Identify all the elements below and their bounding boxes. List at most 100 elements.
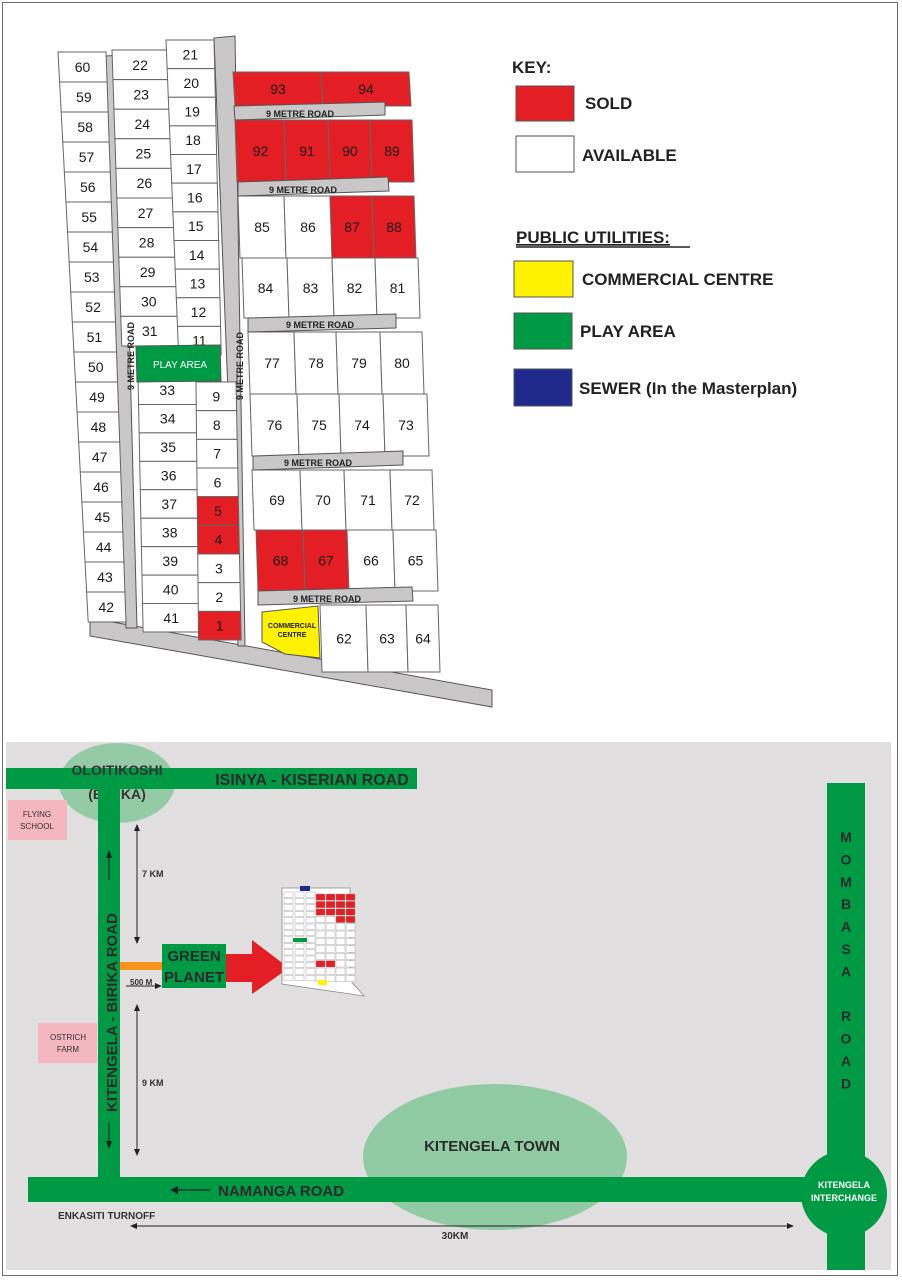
plot-57[interactable]: 57 [62,141,111,173]
plot-29[interactable]: 29 [118,256,177,288]
plot-8[interactable]: 8 [195,410,238,440]
plot-7-label: 7 [213,446,221,462]
plot-13[interactable]: 13 [174,268,221,299]
thumbnail-plot [315,908,326,916]
plot-15[interactable]: 15 [172,211,220,241]
plot-16[interactable]: 16 [171,182,219,213]
plot-66[interactable]: 66 [346,529,396,592]
plot-88[interactable]: 88 [371,195,417,259]
plot-65[interactable]: 65 [392,529,439,592]
plot-37[interactable]: 37 [139,489,199,519]
plot-74[interactable]: 74 [338,393,386,457]
thumbnail-plot [335,975,346,983]
plot-62[interactable]: 62 [319,604,369,673]
plot-72[interactable]: 72 [389,469,435,531]
plot-79[interactable]: 79 [335,331,383,395]
plot-4[interactable]: 4 [196,524,240,555]
plot-44[interactable]: 44 [82,531,125,563]
plot-30[interactable]: 30 [119,286,179,317]
plot-25[interactable]: 25 [114,138,173,169]
plot-86[interactable]: 86 [283,195,333,259]
plot-2[interactable]: 2 [197,582,242,612]
plot-81[interactable]: 81 [374,257,421,319]
plot-55[interactable]: 55 [65,201,113,233]
plot-40[interactable]: 40 [141,574,200,605]
plot-50[interactable]: 50 [73,351,119,383]
plot-46[interactable]: 46 [79,471,123,503]
plot-27[interactable]: 27 [116,197,175,229]
plot-28[interactable]: 28 [117,227,176,258]
thumbnail-plot [345,893,356,901]
plot-19[interactable]: 19 [167,96,217,127]
plot-92[interactable]: 92 [234,119,287,183]
plot-41[interactable]: 41 [142,603,201,633]
plot-58[interactable]: 58 [60,111,110,143]
plot-82[interactable]: 82 [331,257,378,319]
plot-17[interactable]: 17 [170,154,218,184]
plot-69[interactable]: 69 [251,469,303,531]
plot-18[interactable]: 18 [168,125,218,156]
plot-7[interactable]: 7 [196,438,239,469]
plot-60[interactable]: 60 [57,51,108,83]
plot-59[interactable]: 59 [59,81,109,113]
plot-73[interactable]: 73 [382,393,430,457]
plot-90[interactable]: 90 [327,119,373,183]
plot-87[interactable]: 87 [329,195,375,259]
plot-31[interactable]: 31 [120,315,180,347]
plot-70[interactable]: 70 [299,469,347,531]
plot-85[interactable]: 85 [237,195,287,259]
plot-67[interactable]: 67 [302,529,350,592]
thumbnail-plot [345,930,356,938]
plot-26[interactable]: 26 [115,167,174,199]
plot-49[interactable]: 49 [74,381,120,413]
plot-47[interactable]: 47 [78,441,122,473]
plot-45[interactable]: 45 [81,501,124,533]
plot-51[interactable]: 51 [71,321,118,353]
plot-71[interactable]: 71 [343,469,393,531]
plot-93[interactable]: 93 [232,71,324,107]
plot-42[interactable]: 42 [86,591,127,623]
plot-83[interactable]: 83 [286,257,335,319]
plot-6[interactable]: 6 [196,467,239,498]
plot-56[interactable]: 56 [63,171,112,203]
plot-68[interactable]: 68 [255,529,306,592]
key-sold-label: SOLD [585,94,632,113]
plot-84[interactable]: 84 [241,257,290,319]
plot-1[interactable]: 1 [197,610,242,641]
plot-39[interactable]: 39 [140,546,200,576]
plot-21[interactable]: 21 [165,39,216,70]
plot-9[interactable]: 9 [195,381,238,412]
plot-89[interactable]: 89 [369,119,415,183]
plot-43[interactable]: 43 [84,561,126,593]
plot-80[interactable]: 80 [379,331,425,395]
plot-64[interactable]: 64 [405,604,441,673]
plot-20[interactable]: 20 [166,68,216,98]
plot-12[interactable]: 12 [175,297,222,327]
plot-91[interactable]: 91 [283,119,331,183]
plot-5[interactable]: 5 [196,496,240,526]
plot-34[interactable]: 34 [138,403,198,434]
plot-36[interactable]: 36 [139,460,199,491]
green-planet-label-1: GREEN [167,948,220,965]
plot-75[interactable]: 75 [296,393,342,457]
plot-52[interactable]: 52 [70,291,116,323]
plot-54[interactable]: 54 [67,231,114,263]
plot-22[interactable]: 22 [111,49,169,81]
flying-school-label-1: FLYING [23,810,51,819]
thumbnail-plot [335,908,346,916]
plot-23[interactable]: 23 [112,79,170,110]
plot-24[interactable]: 24 [113,108,172,140]
plot-33[interactable]: 33 [137,375,197,405]
plot-3[interactable]: 3 [197,553,241,584]
plot-77[interactable]: 77 [247,331,297,395]
plot-78[interactable]: 78 [293,331,339,395]
plot-63[interactable]: 63 [365,604,409,673]
plot-53[interactable]: 53 [68,261,115,293]
plot-38[interactable]: 38 [140,517,200,548]
plot-35[interactable]: 35 [138,432,198,462]
plot-14[interactable]: 14 [173,239,220,270]
plot-76[interactable]: 76 [249,393,300,457]
plot-94[interactable]: 94 [320,71,412,107]
plot-48[interactable]: 48 [76,411,121,443]
